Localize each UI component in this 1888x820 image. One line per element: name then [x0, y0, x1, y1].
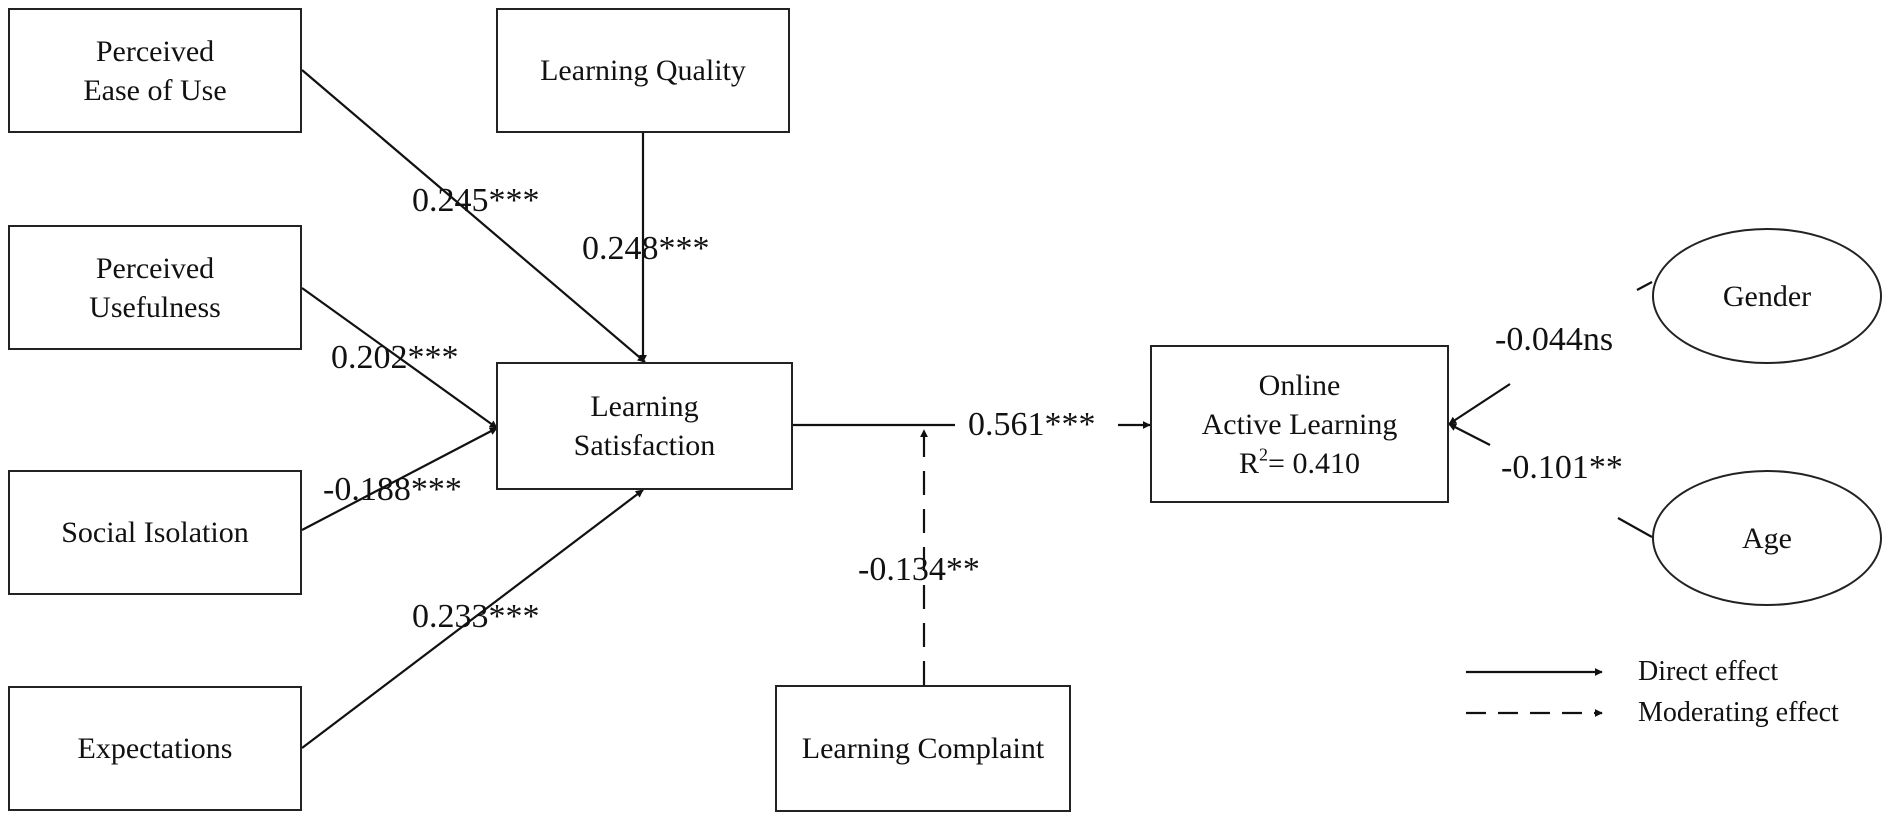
arrow-gender-to-active-learning [1448, 383, 1511, 425]
coef-peou: 0.245*** [412, 182, 540, 219]
r-squared-value: R2= 0.410 [1239, 444, 1360, 483]
node-expectations: Expectations [8, 686, 302, 811]
coef-gender: -0.044ns [1495, 321, 1614, 358]
node-learning-quality: Learning Quality [496, 8, 790, 133]
node-label-line: Gender [1722, 279, 1812, 313]
node-learning-satisfaction: Learning Satisfaction [496, 362, 793, 490]
arrow-pu-to-satisfaction [301, 287, 498, 429]
node-label-line: Learning Quality [540, 54, 746, 87]
coef-age: -0.101** [1501, 449, 1623, 486]
arrow-peou-to-satisfaction [301, 69, 646, 363]
node-label-line: Social Isolation [61, 516, 249, 549]
arrow-age-to-active-learning [1448, 423, 1491, 446]
node-label-line: Active Learning [1201, 407, 1398, 441]
coef-expectations: 0.233*** [412, 598, 540, 635]
arrow-isolation-to-satisfaction [301, 427, 498, 531]
node-online-active-learning: Online Active Learning R2= 0.410 [1150, 345, 1449, 503]
coef-pu: 0.202*** [331, 339, 459, 376]
node-perceived-ease-of-use: Perceived Ease of Use [8, 8, 302, 133]
node-label-line: Online [1258, 368, 1341, 402]
node-learning-complaint: Learning Complaint [775, 685, 1071, 812]
node-label-line: Satisfaction [573, 429, 716, 462]
node-label-line: Expectations [77, 732, 233, 765]
coef-moderation: -0.134** [858, 551, 980, 588]
node-label-line: Perceived [95, 34, 215, 68]
age-connector [1617, 517, 1653, 538]
coef-isolation: -0.188*** [323, 471, 462, 508]
gender-connector [1636, 281, 1653, 291]
control-age: Age [1652, 470, 1882, 606]
arrow-expectations-to-satisfaction [301, 489, 644, 749]
node-label-line: Perceived [95, 251, 215, 285]
legend-direct-effect: Direct effect [1638, 656, 1779, 687]
node-label-line: Usefulness [89, 290, 221, 324]
node-label-line: Ease of Use [83, 73, 227, 107]
node-perceived-usefulness: Perceived Usefulness [8, 225, 302, 350]
node-label-line: Age [1742, 521, 1792, 555]
r-squared-superscript: 2 [1259, 443, 1269, 464]
node-label-line: Learning [590, 390, 699, 423]
legend-moderating-effect: Moderating effect [1638, 697, 1839, 728]
control-gender: Gender [1652, 228, 1882, 364]
node-social-isolation: Social Isolation [8, 470, 302, 595]
r-squared-symbol: R [1239, 446, 1260, 480]
coef-quality: 0.248*** [582, 230, 710, 267]
coef-satisfaction: 0.561*** [968, 406, 1096, 443]
r-squared-number: = 0.410 [1268, 446, 1360, 480]
node-label-line: Learning Complaint [801, 732, 1045, 765]
